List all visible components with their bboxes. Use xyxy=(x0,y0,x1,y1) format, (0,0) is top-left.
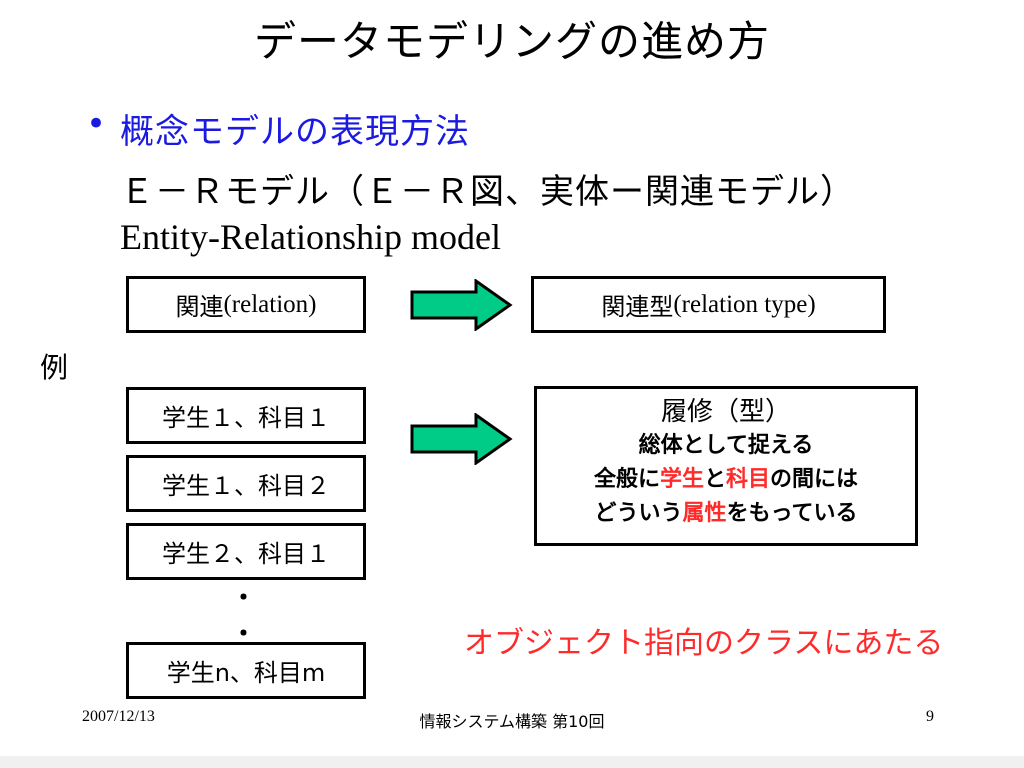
relation-type-jp: 関連型 xyxy=(601,293,674,321)
bullet-heading: 概念モデルの表現方法 xyxy=(120,112,470,152)
highlight-attribute: 属性 xyxy=(682,501,727,526)
dot: ･ xyxy=(236,581,251,616)
relation-en: (relation) xyxy=(223,290,317,318)
text: 全般に xyxy=(593,467,660,492)
oop-class-note: オブジェクト指向のクラスにあたる xyxy=(464,626,944,661)
right-arrow-icon xyxy=(410,279,513,331)
highlight-subject: 科目 xyxy=(726,467,771,492)
instance-box: 学生n、科目m xyxy=(126,642,366,699)
relation-box: 関連(relation) xyxy=(126,276,366,333)
rishu-type-box: 履修（型） 総体として捉える 全般に学生と科目の間には どういう属性をもっている xyxy=(534,386,918,546)
rishu-line-1: 総体として捉える xyxy=(638,433,814,458)
relation-jp: 関連 xyxy=(175,293,224,321)
instance-box: 学生２、科目１ xyxy=(126,523,366,580)
rishu-title: 履修（型） xyxy=(660,397,791,427)
instance-box: 学生１、科目１ xyxy=(126,387,366,444)
footer-date: 2007/12/13 xyxy=(82,708,155,725)
bullet-marker: • xyxy=(86,104,107,144)
bottom-band xyxy=(0,756,1024,768)
slide-title: データモデリングの進め方 xyxy=(253,17,770,66)
relation-type-box: 関連型(relation type) xyxy=(531,276,886,333)
rishu-line-3: どういう属性をもっている xyxy=(537,497,915,531)
relation-type-en: (relation type) xyxy=(673,290,816,318)
right-arrow-icon xyxy=(410,413,513,465)
er-model-line: Ｅ－Ｒモデル（Ｅ－Ｒ図、実体ー関連モデル） xyxy=(120,172,855,212)
instance-box: 学生１、科目２ xyxy=(126,455,366,512)
text: をもっている xyxy=(726,501,858,526)
page-number: 9 xyxy=(926,708,934,725)
text: どういう xyxy=(594,501,683,526)
example-label: 例 xyxy=(40,351,69,384)
text: と xyxy=(703,467,726,492)
rishu-line-2: 全般に学生と科目の間には xyxy=(537,463,915,497)
footer-title: 情報システム構築 第10回 xyxy=(419,712,605,731)
ellipsis-dots: ･ ･ xyxy=(236,581,251,650)
text: の間には xyxy=(770,467,859,492)
er-english-line: Entity-Relationship model xyxy=(120,217,501,257)
highlight-student: 学生 xyxy=(659,467,704,492)
